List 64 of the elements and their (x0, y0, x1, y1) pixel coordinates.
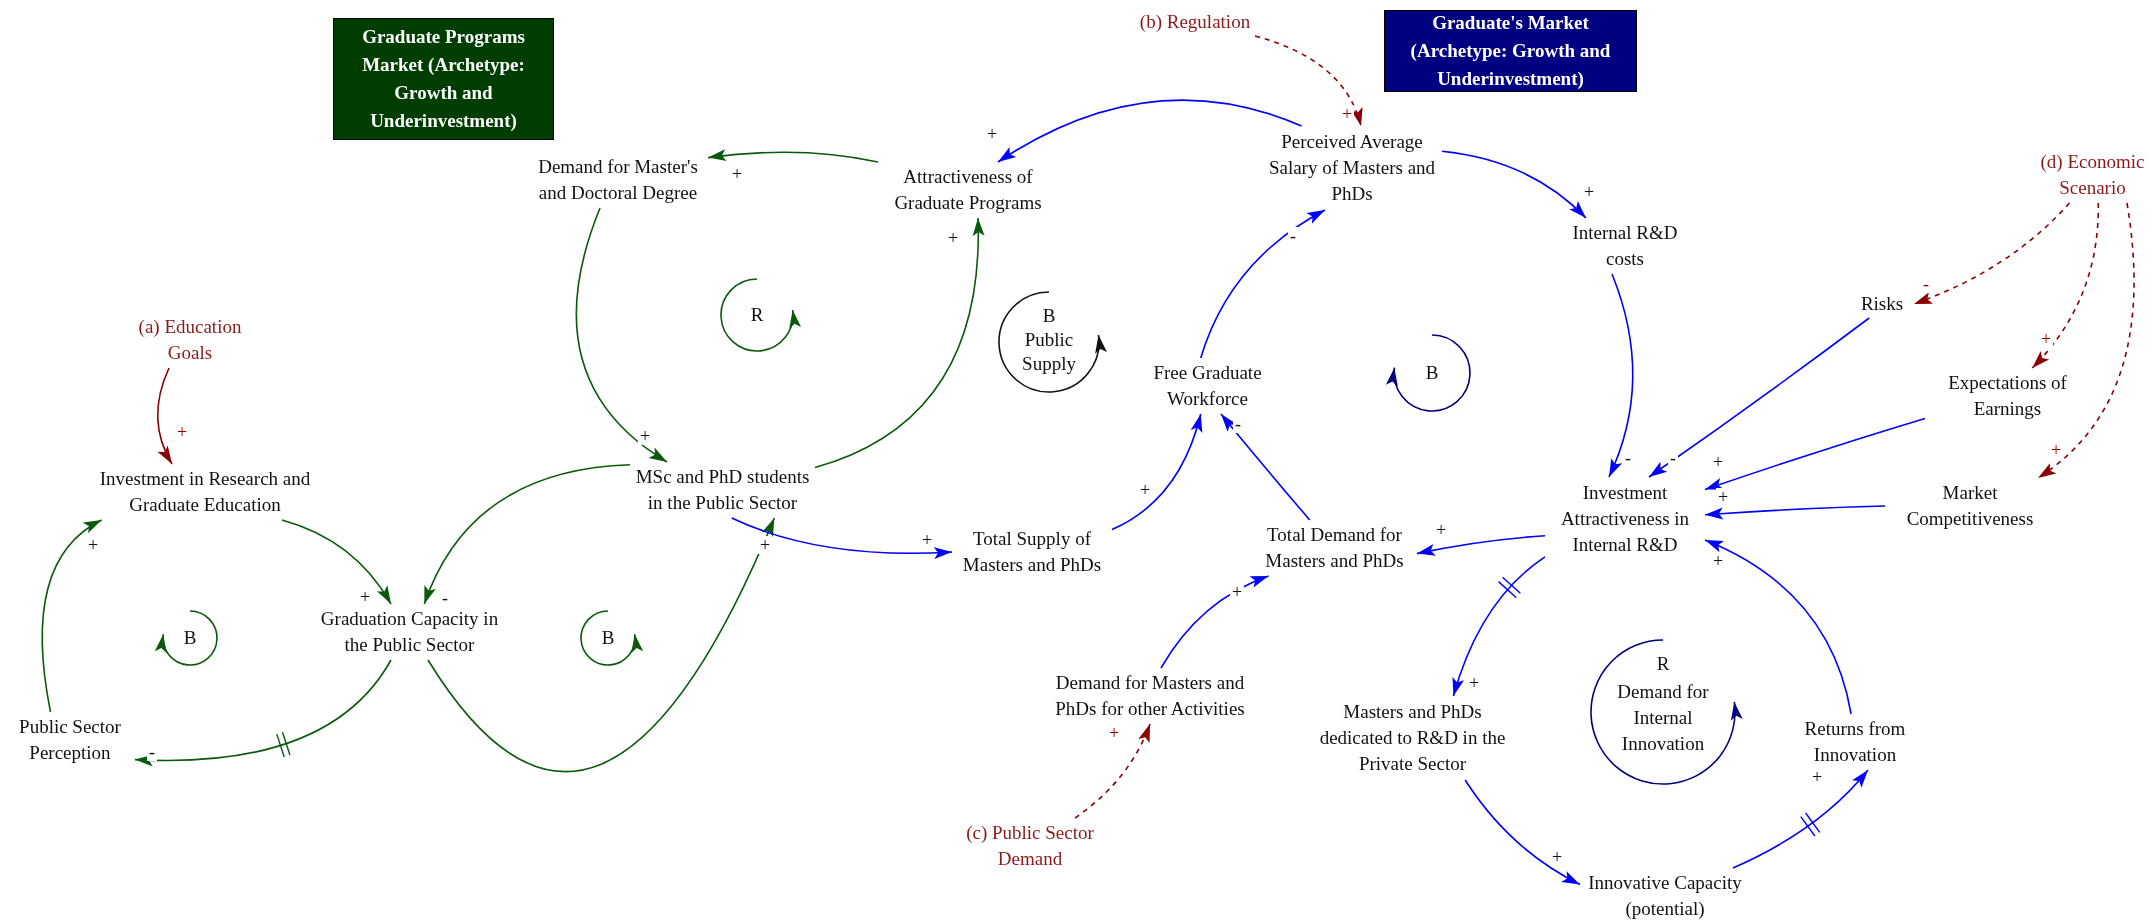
loop-label: B (1042, 304, 1056, 328)
arrow (1452, 556, 1546, 697)
variable-text: Internal R&D costs (1560, 218, 1690, 274)
external-factor-text: (a) Education Goals (120, 312, 260, 368)
arrow (1608, 273, 1634, 478)
arrow (1732, 769, 1869, 869)
arrow (427, 517, 776, 773)
arrow (814, 217, 984, 469)
arrow (997, 99, 1303, 163)
loop-label: R (1656, 652, 1670, 676)
dashed-arrow (2037, 202, 2135, 479)
variable-text: Investment in Research and Graduate Education (95, 464, 315, 520)
variable-text: Innovative Capacity (potential) (1580, 868, 1750, 923)
arrow (1464, 779, 1581, 886)
arrow (1160, 575, 1270, 669)
variable-text: Returns from Innovation (1790, 714, 1920, 770)
loop-label: B (601, 626, 615, 650)
variable-text: Expectations of Earnings (1925, 368, 2090, 424)
external-factor-text: (b) Regulation (1120, 8, 1270, 36)
variable-text: Demand for Masters and PhDs for other Activities (1040, 668, 1260, 724)
dashed-arrow (1913, 202, 2071, 305)
external-factor-text: (d) Economic Scenario (2035, 147, 2150, 203)
dashed-arrow (2031, 202, 2100, 369)
variable-text: Demand for Master's and Doctoral Degree (528, 152, 708, 208)
arrow (707, 149, 879, 163)
arrow (1441, 150, 1587, 219)
variable-text: Total Demand for Masters and PhDs (1252, 520, 1417, 576)
arrow (134, 659, 392, 767)
variable-text: Free Graduate Workforce (1140, 358, 1275, 414)
variable-text: Attractiveness of Graduate Programs (868, 162, 1068, 218)
arrow (1199, 209, 1326, 359)
arrow (41, 519, 103, 713)
arrow (1704, 505, 1886, 520)
loop-label: Public Supply (1021, 328, 1077, 376)
dashed-arrow (1074, 723, 1151, 819)
arrow (1704, 417, 1926, 491)
variable-text: Masters and PhDs dedicated to R&D in the Private Sector (1315, 696, 1510, 780)
arrow (1416, 535, 1546, 556)
dashed-arrow (1254, 35, 1362, 127)
arrow (730, 517, 953, 559)
archetype-box: Graduate Programs Market (Archetype: Growth and Underinvestment) (333, 18, 554, 140)
arrow (1220, 413, 1311, 521)
variable-text: Market Competitiveness (1885, 478, 2055, 534)
loop-label: B (1425, 361, 1439, 385)
loop-label: R (750, 303, 764, 327)
loop-label: Demand for Internal Innovation (1616, 680, 1710, 756)
variable-text: Investment Attractiveness in Internal R&D (1545, 477, 1705, 561)
arrow (1704, 539, 1852, 715)
variable-text: Perceived Average Salary of Masters and PhDs (1262, 126, 1442, 210)
loop-label: B (183, 626, 197, 650)
variable-text: Total Supply of Masters and PhDs (952, 524, 1112, 580)
variable-text: Graduation Capacity in the Public Sector (317, 604, 502, 660)
arrow (1111, 413, 1202, 531)
variable-text: MSc and PhD students in the Public Sector (630, 462, 815, 518)
archetype-box: Graduate's Market (Archetype: Growth and Underinvestment) (1384, 10, 1637, 92)
arrow (281, 519, 392, 605)
variable-text: Risks (1850, 290, 1914, 318)
polarity-sign: + (757, 536, 773, 554)
arrow (423, 464, 631, 605)
arrow (575, 207, 668, 463)
arrow (1648, 317, 1870, 478)
external-factor-text: (c) Public Sector Demand (955, 818, 1105, 874)
variable-text: Public Sector Perception (5, 712, 135, 768)
arrow (156, 367, 173, 465)
